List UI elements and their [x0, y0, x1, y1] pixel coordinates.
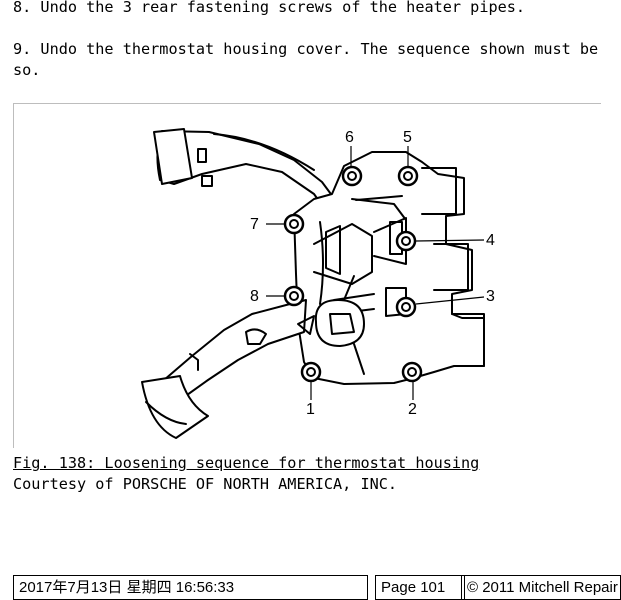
footer-copyright: © 2011 Mitchell Repair [461, 575, 621, 600]
thermostat-housing-diagram: 1 2 3 4 5 6 7 8 [141, 128, 495, 439]
callout-1: 1 [306, 401, 315, 418]
callout-6: 6 [345, 129, 354, 146]
step-9-text: 9. Undo the thermostat housing cover. Th… [13, 40, 599, 58]
footer-page-number: Page 101 [375, 575, 465, 600]
footer-timestamp: 2017年7月13日 星期四 16:56:33 [13, 575, 368, 600]
step-9-text-continued: so. [13, 61, 41, 79]
callout-2: 2 [408, 401, 417, 418]
figure-courtesy: Courtesy of PORSCHE OF NORTH AMERICA, IN… [13, 475, 398, 493]
step-8-text: 8. Undo the 3 rear fastening screws of t… [13, 0, 526, 16]
page-footer: 2017年7月13日 星期四 16:56:33 Page 101 © 2011 … [13, 575, 621, 600]
callout-4: 4 [486, 232, 495, 249]
thermostat-housing-figure: 1 2 3 4 5 6 7 8 [13, 103, 601, 448]
callout-5: 5 [403, 129, 412, 146]
callout-3: 3 [486, 288, 495, 305]
callout-7: 7 [250, 216, 259, 233]
figure-caption: Fig. 138: Loosening sequence for thermos… [13, 454, 480, 472]
callout-8: 8 [250, 288, 259, 305]
